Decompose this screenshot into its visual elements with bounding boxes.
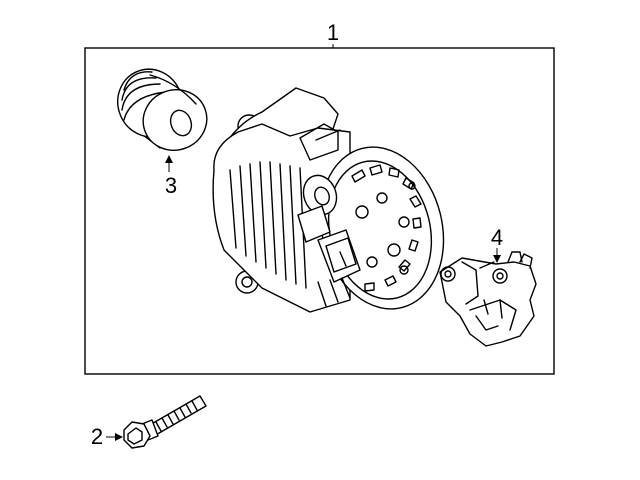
bolt-part[interactable] xyxy=(123,395,207,449)
callout-3-label[interactable]: 3 xyxy=(165,173,177,198)
assembly-frame xyxy=(84,47,555,375)
regulator-part[interactable] xyxy=(439,251,537,347)
pulley-part[interactable] xyxy=(108,60,215,159)
callout-2-label[interactable]: 2 xyxy=(91,424,103,449)
callout-1-label[interactable]: 1 xyxy=(327,20,339,45)
alternator-part[interactable] xyxy=(212,87,460,322)
callout-4-label[interactable]: 4 xyxy=(491,225,503,250)
